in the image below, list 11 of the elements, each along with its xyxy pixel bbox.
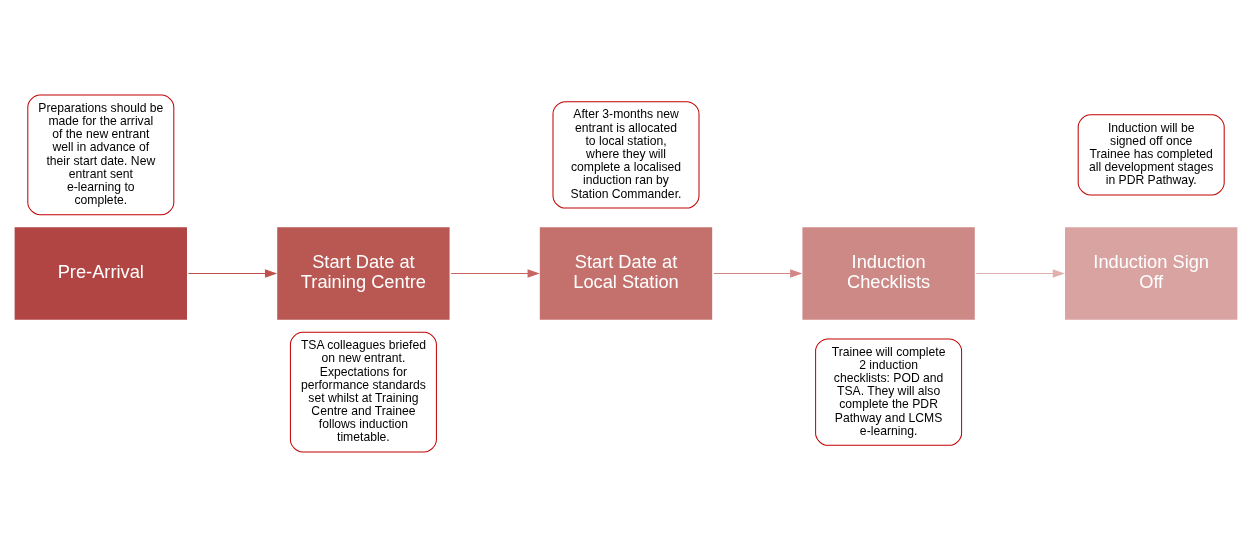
node-box: Preparations should be made for the arrival of the new entrant well in advance of their start date. New entrant sent e-learning to complete. [26, 94, 174, 216]
node-box: Pre-Arrival [11, 224, 190, 323]
node-box: TSA colleagues briefed on new entrant. Expectations for performance standards set whilst at Training Centre and Trainee follows induction timetable. [289, 331, 437, 453]
node-box: After 3-months new entrant is allocated to local station, where they will complete a localised induction ran by Station Commander. [552, 101, 699, 209]
node-box: Start Date at Local Station [536, 224, 715, 323]
arrow [712, 269, 802, 278]
node-box: Trainee will complete 2 induction checklists: POD and TSA. They will also complete the PDR Pathway and LCMS e-learning. [814, 338, 962, 446]
node-box: Induction will be signed off once Trainee has completed all development stages in PDR Pathway. [1077, 114, 1225, 196]
arrow [975, 269, 1065, 278]
arrow [450, 269, 540, 278]
arrow [187, 269, 277, 278]
